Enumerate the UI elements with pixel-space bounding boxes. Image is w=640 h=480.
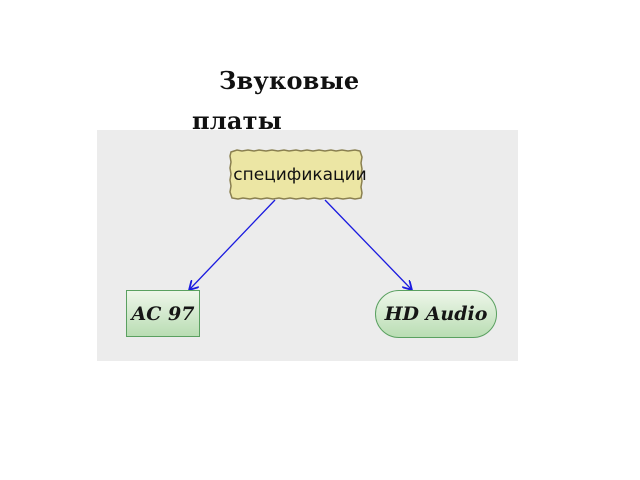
edge-to-hd-audio: [324, 199, 411, 289]
ac97-node: AC 97: [126, 290, 200, 337]
spec-node-shape: [229, 149, 363, 200]
title-line-1: Звуковые: [219, 66, 360, 95]
ac97-node-label: AC 97: [131, 302, 195, 325]
hd-audio-node-label: HD Audio: [384, 303, 488, 325]
spec-node-label: спецификации: [233, 165, 367, 185]
edge-to-ac97: [190, 199, 276, 289]
hd-audio-node: HD Audio: [375, 290, 497, 338]
spec-node: спецификации: [229, 150, 371, 200]
